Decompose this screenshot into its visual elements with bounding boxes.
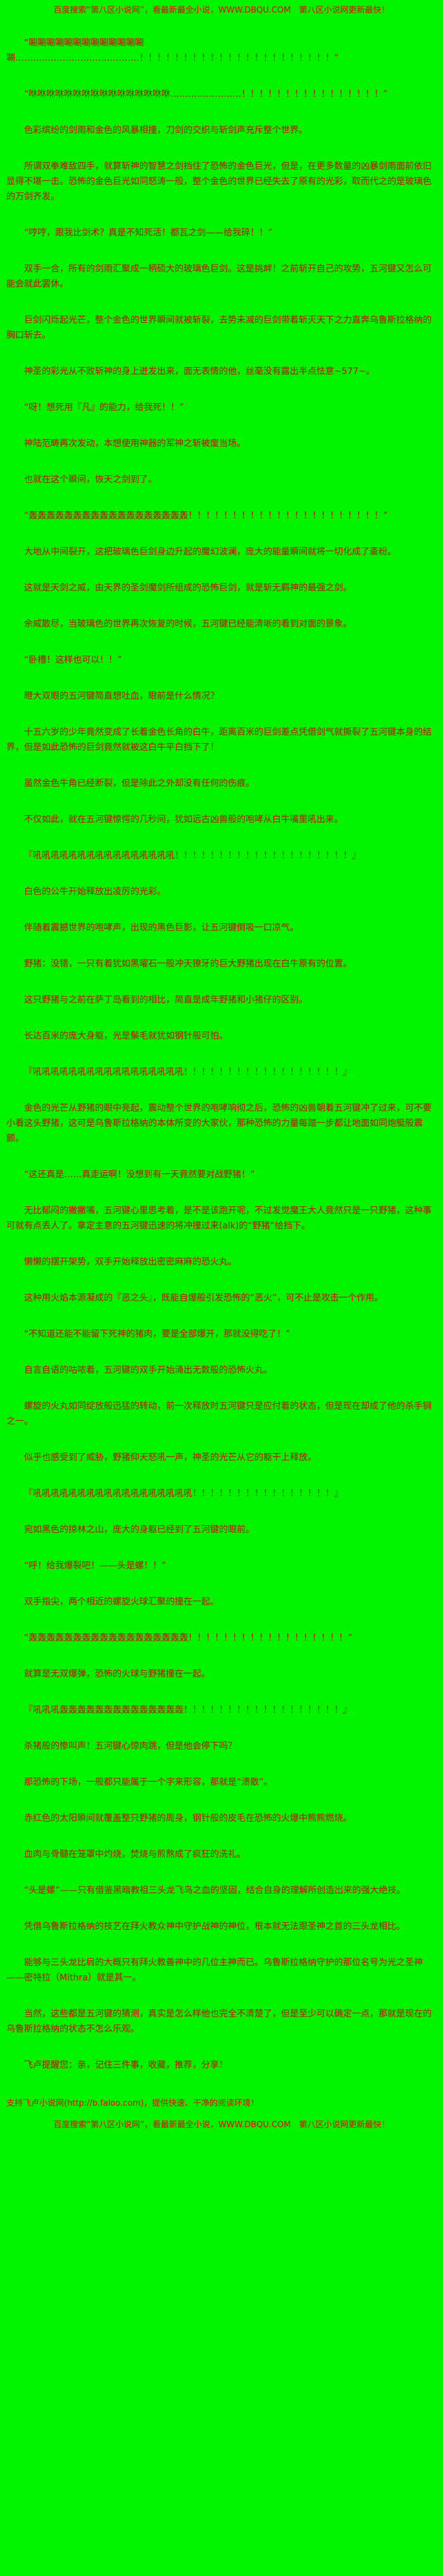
novel-paragraph: “哼哼，跟我比剑术？真是不知死活！都瓦之剑——给我碎！！” <box>24 228 273 238</box>
novel-paragraph: 宛如黑色的掠林之山，庞大的身躯已经到了五河键的眼前。 <box>24 1525 254 1535</box>
novel-paragraph: “唰唰唰唰唰唰唰唰唰唰唰唰唰唰……………………………………！！！！！！！！！！！… <box>6 38 339 63</box>
novel-paragraph: 色彩缤纷的剑雨和金色的风暴相撞，刀剑的交织与斩剑声充斥整个世界。 <box>24 125 308 135</box>
novel-paragraph: 飞卢提醒您：亲，记住三件事，收藏，推荐，分享！ <box>24 2060 228 2070</box>
novel-paragraph: 这就是天剑之威，由天界的圣剑魔剑所组成的恐怖巨剑，就是斩无羁神的最强之剑。 <box>24 583 352 593</box>
novel-paragraph: 双手一合，所有的剑雨汇聚成一柄硕大的玻璃色巨剑。这是挑衅！之前斩开自己的攻势，五… <box>6 264 432 289</box>
novel-paragraph: 不仅如此，就在五河键惊愕的几秒间，犹如远古凶兽般的咆哮从白牛嘴里吼出来。 <box>24 815 343 825</box>
novel-paragraph: “这还真是……真走运啊！没想到有一天竟然要对战野猪！” <box>24 1170 255 1180</box>
novel-paragraph: “轰轰轰轰轰轰轰轰轰轰轰轰轰轰轰轰轰轰！！！！！！！！！！！！！！！！！！！！！… <box>24 511 388 521</box>
novel-paragraph: 『吼吼吼吼吼吼吼吼吼吼吼吼吼吼吼吼！！！！！！！！！！！！！！！！！！！！』 <box>24 851 361 861</box>
novel-paragraph: 懒懒的摆开架势，双手开始释放出密密麻麻的恐火丸。 <box>24 1257 237 1267</box>
novel-paragraph: 无比郁闷的撇撇嘴，五河键心里思考着，是不是该跑开呢，不过发觉魔王大人竟然只是一只… <box>6 1206 432 1231</box>
novel-paragraph: 神陆范畴再次发动，本想使用神器的军神之斩被废当场。 <box>24 439 246 449</box>
faloo-support-text: 支持飞卢小说网(http://b.faloo.com)，提供快速、干净的阅读环境… <box>6 2099 259 2108</box>
novel-paragraph: 杀猪般的惨叫声！五河键心惊肉跳，但是他会停下吗？ <box>24 1741 237 1751</box>
novel-paragraph: 长达百米的庞大身躯，光是鬃毛就犹如钢针般可怕。 <box>24 1031 228 1041</box>
novel-paragraph: “呼！给我爆裂吧！——头是螺！！” <box>24 1561 166 1571</box>
novel-paragraph: 野猪：没错，一只有着犹如黑曜石一般冲天獠牙的巨大野猪出现在白牛原有的位置。 <box>24 959 352 969</box>
novel-paragraph: 神圣的彩光从不败斩神的身上迸发出来，面无表情的他，丝毫没有露出半点怯意~577~… <box>24 366 375 377</box>
novel-paragraph: 似乎也感受到了威胁，野猪仰天怒吼一声，神圣的光芒从它的躯干上释放。 <box>24 1453 316 1463</box>
novel-paragraph: “呀！想死用『凡』的能力，给我死！！” <box>24 403 184 413</box>
novel-paragraph: “轰轰轰轰轰轰轰轰轰轰轰轰轰轰轰轰轰轰！！！！！！！！！！！！！！！！！！” <box>24 1633 353 1643</box>
novel-paragraph: 这只野猪与之前在萨丁岛看到的相比，简直是成年野猪和小猪仔的区别。 <box>24 995 308 1005</box>
novel-paragraph: 凭借乌鲁斯拉格纳的技艺在拜火教众神中守护战神的神位，根本就无法跟圣神之首的三头龙… <box>24 1922 405 1932</box>
novel-paragraph: 当然，这些都是五河键的猜测，真实是怎么样他也完全不清楚了，但是至少可以确定一点，… <box>6 2009 432 2034</box>
novel-paragraph: 余威散尽，当玻璃色的世界再次恢复的时候，五河键已经能清晰的看到对面的景象。 <box>24 619 352 629</box>
novel-paragraph: “卧槽！这样也可以！！” <box>24 655 122 665</box>
novel-paragraph: 虽然金色牛角已经断裂，但是除此之外却没有任何的伤痕。 <box>24 778 254 789</box>
novel-paragraph: “不知道还能不能留下死神的猪肉，要是全部爆开，那就没得吃了！” <box>24 1329 290 1339</box>
bottom-promo-text: 百度搜索“第八区小说网”，看最新最全小说，WWW.DBQU.COM 第八区小说网… <box>53 2120 390 2130</box>
novel-paragraph: 白色的公牛开始释放出凌厉的光彩。 <box>24 887 166 897</box>
novel-paragraph: 双手指尖，两个相近的螺旋火球汇聚的撞在一起。 <box>24 1597 219 1607</box>
novel-paragraph: 自言自语的咕哝着，五河键的双手开始涌出无数般的恐怖火丸。 <box>24 1365 272 1375</box>
chapter-content: “唰唰唰唰唰唰唰唰唰唰唰唰唰唰……………………………………！！！！！！！！！！！… <box>6 35 437 2073</box>
top-promo-text: 百度搜索“第八区小说网”，看最新最全小说，WWW.DBQU.COM 第八区小说网… <box>53 6 390 15</box>
novel-paragraph: “头是螺”——只有借鉴黑暗教祖三头龙飞鸟之血的坚固，结合自身的理解所创造出来的强… <box>24 1885 406 1896</box>
novel-paragraph: 也就在这个瞬间，恢天之剑到了。 <box>24 475 157 485</box>
novel-paragraph: 伴随着震撼世界的咆哮声，出现的黑色巨影，让五河键倒吸一口凉气。 <box>24 923 299 933</box>
novel-paragraph: 『吼吼吼吼吼吼吼吼吼吼吼吼吼吼吼吼吼！！！！！！！！！！！！！！！！！！』 <box>24 1067 352 1077</box>
novel-paragraph: 巨剑闪烁起光芒，整个金色的世界瞬间就被斩裂，去势未减的巨剑带着斩灭天下之力直奔乌… <box>6 315 432 341</box>
novel-paragraph: 螺旋的火丸如同绽放般迅猛的转动，前一次释放时五河键只是应付着的状态，但是现在却成… <box>6 1401 432 1427</box>
novel-paragraph: 血肉与骨髓在笼罩中灼烧，焚烧与煎熬成了疯狂的洗礼。 <box>24 1849 246 1860</box>
novel-paragraph: 大地从中间裂开，这把玻璃色巨剑身边升起的魔幻波澜，庞大的能量瞬间就将一切化成了齑… <box>24 547 396 557</box>
novel-paragraph: “咻咻咻咻咻咻咻咻咻咻咻咻咻咻咻咻……………………！！！！！！！！！！！！！！！… <box>24 89 388 99</box>
novel-paragraph: 金色的光芒从野猪的眼中亮起，震动整个世界的咆哮响彻之后，恐怖的凶兽朝着五河键冲了… <box>6 1103 432 1144</box>
novel-paragraph: 『吼吼吼轰轰轰轰轰轰轰轰轰轰轰轰轰轰！！！！！！！！！！！！！！！！！！』 <box>24 1705 352 1715</box>
novel-paragraph: 就算是无双爆弹，恐怖的火球与野猪撞在一起。 <box>24 1669 210 1679</box>
novel-paragraph: 那恐怖的下场，一般都只能属于一个字来形容，那就是“溃散”。 <box>24 1777 273 1787</box>
novel-paragraph: 这种用火焰本源凝成的『恶之头』，既能自爆般引发恐怖的“恶火”，可不止是攻击一个作… <box>24 1293 384 1303</box>
novel-paragraph: 赤红色的太阳瞬间就覆盖整只野猪的周身，钢针般的皮毛在恐怖的火爆中熊熊燃烧。 <box>24 1813 352 1823</box>
novel-paragraph: 能够与三头龙比肩的大概只有拜火教善神中的几位主神而已。乌鲁斯拉格纳守护的那位名号… <box>6 1958 423 1983</box>
novel-paragraph: 十五六岁的少年竟然变成了长着金色长角的白牛，距离百米的巨剑差点凭借剑气就撕裂了五… <box>6 727 432 753</box>
novel-paragraph: 『吼吼吼吼吼吼吼吼吼吼吼吼吼吼吼吼吼吼！！！！！！！！！！！！！！！！』 <box>24 1489 343 1499</box>
novel-paragraph: 所谓双拳难敌四手，就算斩神的智慧之剑挡住了恐怖的金色巨光，但是，在更多数量的凶暴… <box>6 161 432 202</box>
novel-paragraph: 瞪大双眼的五河键简直想吐血，眼前是什么情况？ <box>24 691 219 701</box>
